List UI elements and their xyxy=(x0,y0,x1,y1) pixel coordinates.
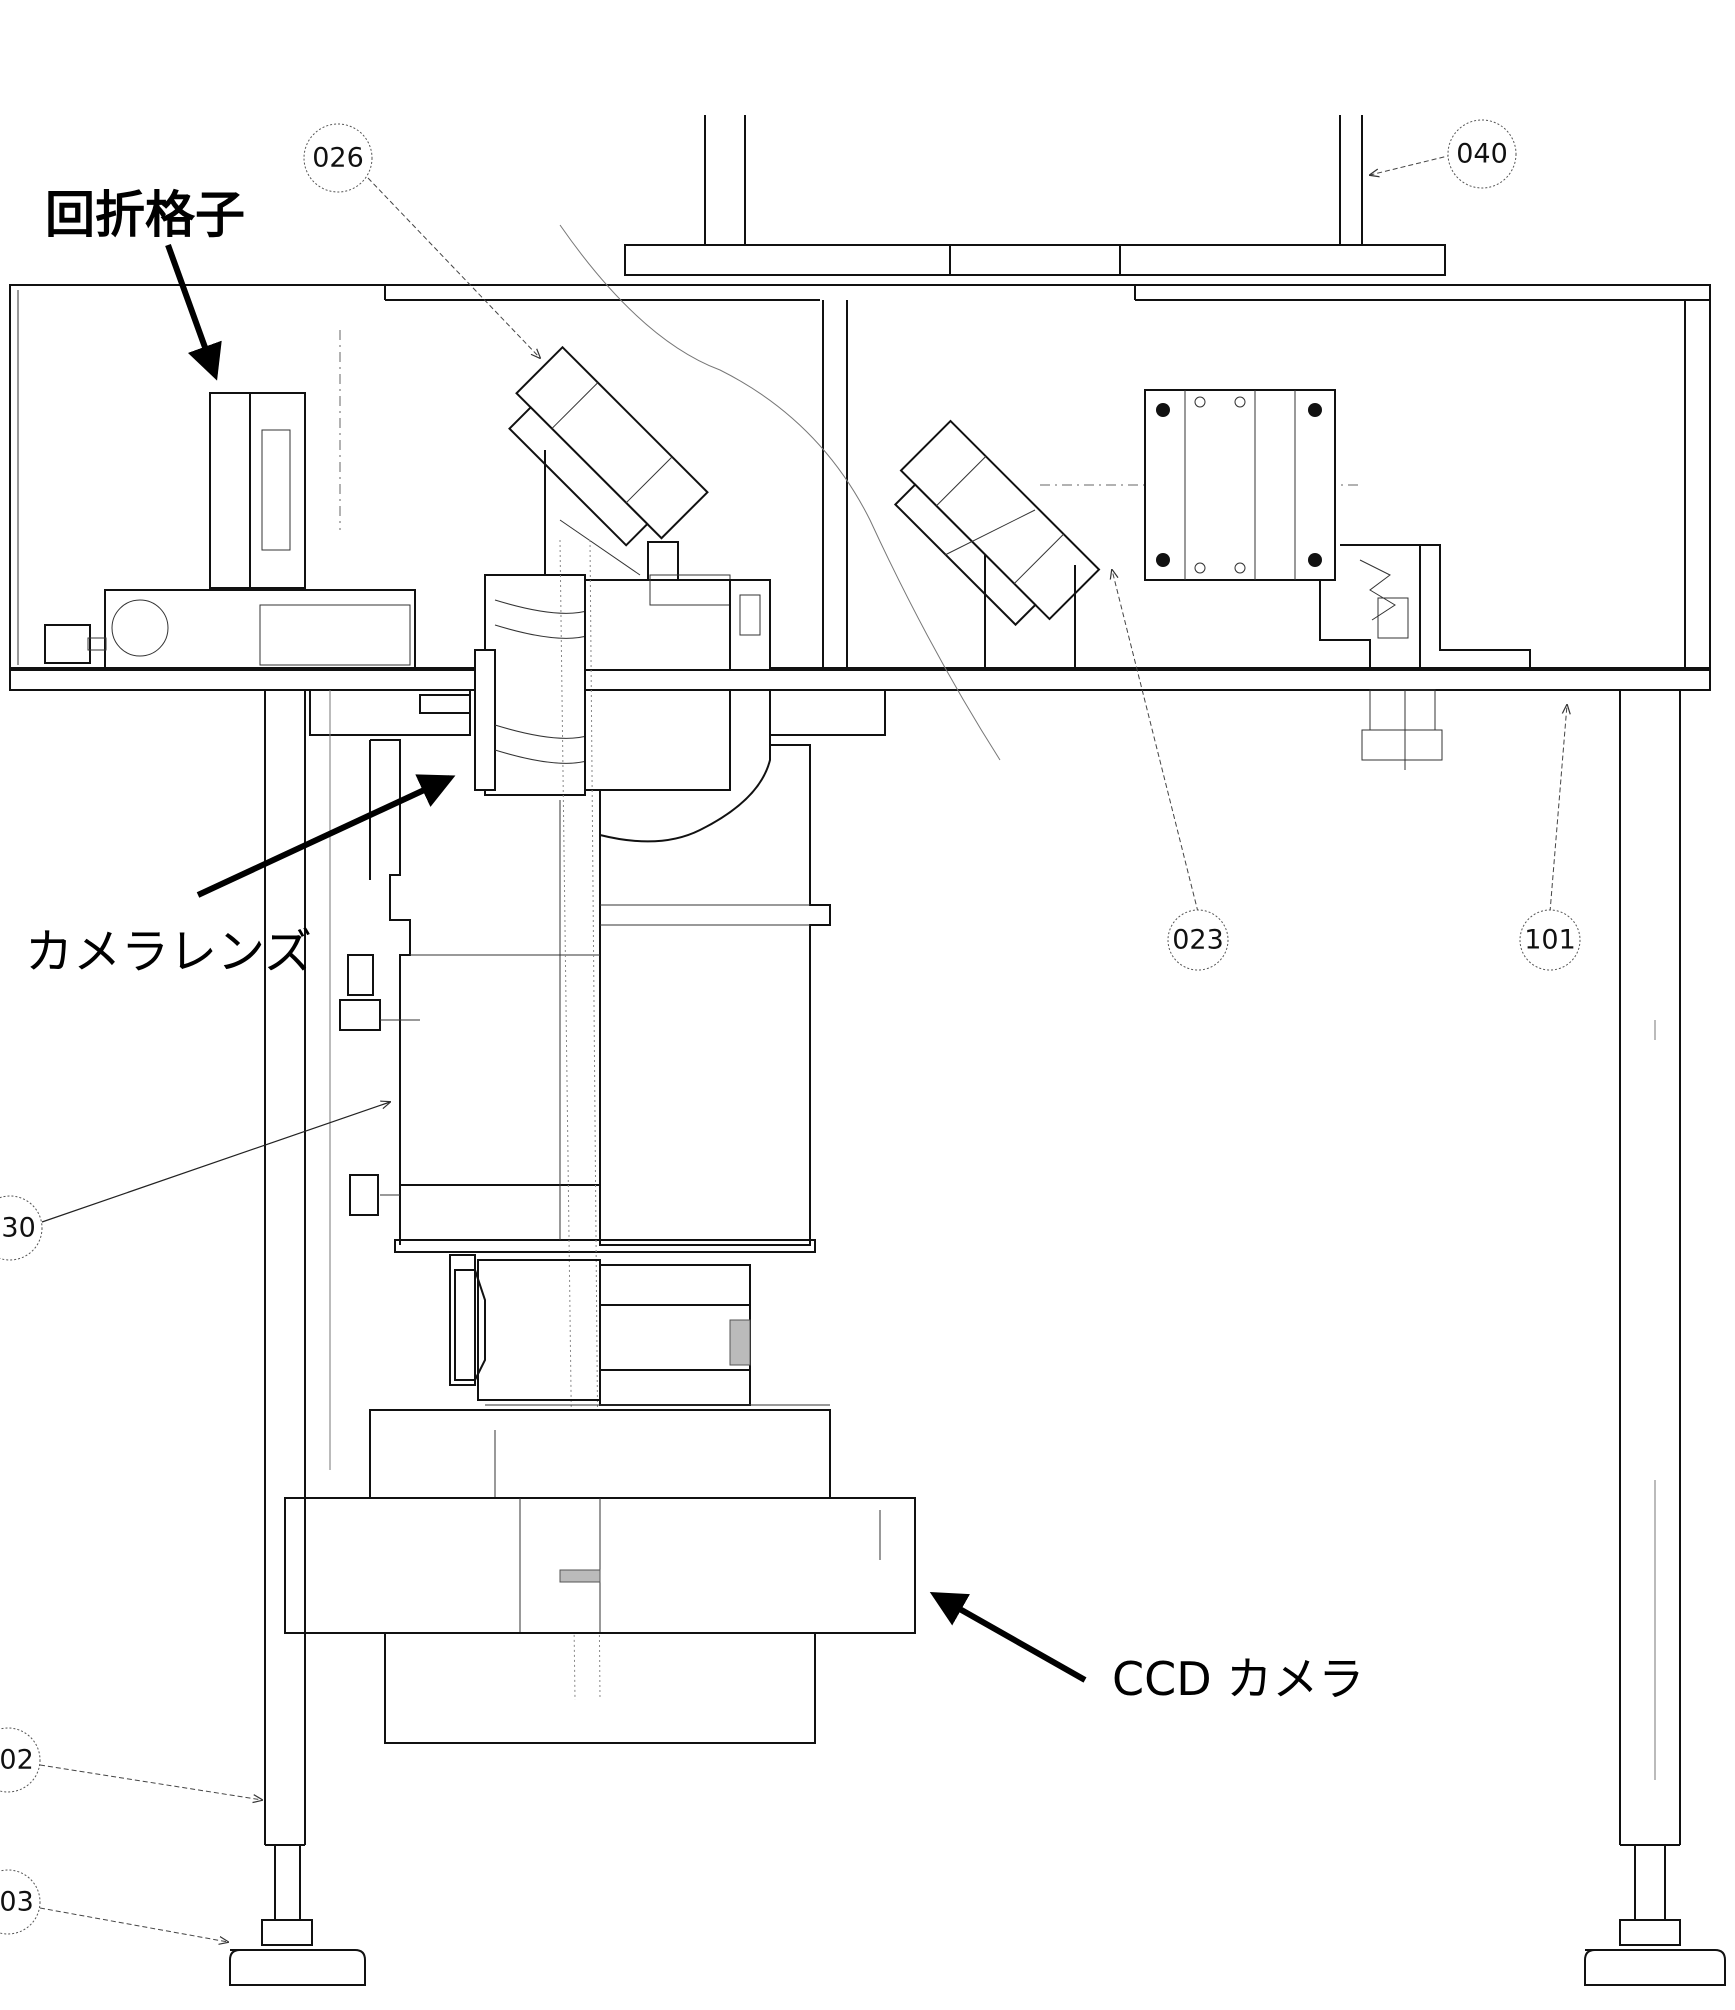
grating-assembly xyxy=(44,330,416,669)
ccd-camera xyxy=(284,1409,916,1744)
upper-enclosure xyxy=(9,284,1711,691)
focus-knobs xyxy=(339,954,420,1216)
camera-lens xyxy=(474,574,771,796)
left-leg xyxy=(229,690,366,1986)
svg-text:026: 026 xyxy=(312,143,364,174)
callout-leaders xyxy=(39,154,1567,1942)
mirror-026 xyxy=(508,345,709,547)
svg-text:040: 040 xyxy=(1456,139,1508,170)
svg-text:503: 503 xyxy=(0,1887,34,1918)
label-ccd-camera: CCD カメラ xyxy=(1112,1652,1364,1706)
mirror-023 xyxy=(893,419,1101,627)
label-camera-lens: カメラレンズ xyxy=(25,924,312,980)
svg-text:023: 023 xyxy=(1172,925,1224,956)
mirror-support-right xyxy=(944,484,1360,668)
svg-text:502: 502 xyxy=(0,1745,34,1776)
label-grating: 回折格子 xyxy=(45,186,245,244)
callout-502: 502 xyxy=(0,1727,41,1793)
optical-path-curve xyxy=(559,224,1001,761)
lens-barrel xyxy=(309,539,886,1701)
callout-023: 023 xyxy=(1167,909,1229,971)
slide-stage xyxy=(1144,389,1531,770)
lens-coupler xyxy=(449,1254,830,1406)
callout-503: 503 xyxy=(0,1869,41,1935)
callout-040: 040 xyxy=(1447,119,1517,189)
top-mount xyxy=(624,115,1446,276)
label-arrows xyxy=(165,243,1087,1683)
callout-030: 030 xyxy=(0,1195,43,1261)
callout-101: 101 xyxy=(1519,909,1581,971)
callout-026: 026 xyxy=(303,123,373,193)
svg-text:030: 030 xyxy=(0,1213,36,1244)
right-leg xyxy=(1584,690,1726,1986)
svg-text:101: 101 xyxy=(1524,925,1576,956)
